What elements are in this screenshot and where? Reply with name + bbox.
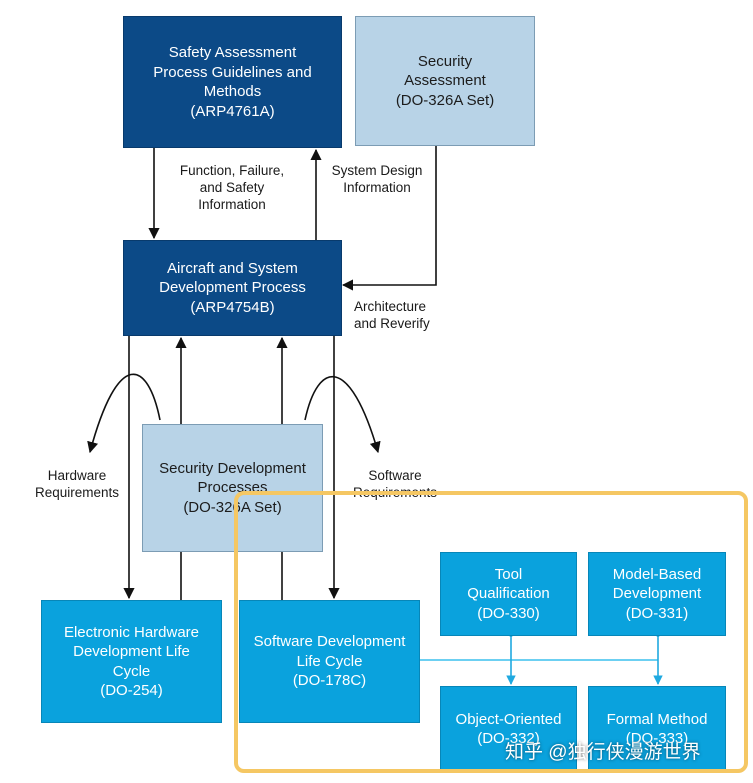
box-line: Tool — [494, 565, 523, 583]
box-line: Security Development — [159, 459, 306, 477]
model-based-box: Model-Based Development (DO-331) — [588, 552, 726, 636]
label-software-requirements: Software Requirements — [345, 467, 445, 501]
box-line: (DO-178C) — [292, 672, 367, 690]
label-line: Function, Failure, — [179, 163, 285, 178]
box-line: (DO-326A Set) — [183, 498, 282, 516]
box-line: Cycle — [112, 662, 151, 680]
arrow-security-assessment-to-aircraft — [341, 146, 437, 291]
label-line: Software — [368, 468, 422, 483]
box-line: (DO-326A Set) — [395, 91, 495, 109]
security-assessment-box: Security Assessment (DO-326A Set) — [355, 16, 535, 146]
box-line: (DO-331) — [625, 604, 689, 622]
box-line: Methods — [203, 83, 262, 100]
hardware-lifecycle-box: Electronic Hardware Development Life Cyc… — [41, 600, 222, 723]
box-line: Aircraft and System — [167, 259, 298, 277]
label-line: and Safety — [199, 180, 265, 195]
box-line: Processes — [197, 479, 268, 497]
box-line: Development Process — [159, 279, 306, 297]
box-line: Safety Assessment — [168, 44, 297, 61]
box-line: (DO-332) — [477, 730, 540, 747]
box-line: Formal Method — [606, 710, 708, 728]
object-oriented-box: Object-Oriented (DO-332) — [440, 686, 577, 772]
formal-method-box: Formal Method (DO-333) — [588, 686, 726, 772]
box-line: Security — [417, 52, 473, 70]
label-line: Requirements — [34, 485, 120, 500]
label-line: and Reverify — [354, 316, 430, 331]
box-line: (ARP4761A) — [190, 102, 275, 120]
box-line: (DO-333) — [625, 730, 689, 747]
watermark-text: 知乎 @独行侠漫游世界 — [505, 742, 701, 763]
box-line: (DO-330) — [477, 604, 540, 622]
label-architecture: Architecture and Reverify — [354, 298, 454, 332]
label-line: Architecture — [354, 299, 427, 314]
curve-software-requirements — [304, 376, 381, 454]
box-line: Object-Oriented — [455, 710, 562, 728]
label-line: System Design — [331, 163, 423, 178]
security-development-box: Security Development Processes (DO-326A … — [142, 424, 323, 552]
box-line: Software Development — [253, 633, 406, 651]
label-system-design: System Design Information — [327, 162, 427, 196]
software-lifecycle-box: Software Development Life Cycle (DO-178C… — [239, 600, 420, 723]
safety-assessment-box: Safety Assessment Process Guidelines and… — [123, 16, 342, 148]
tool-qualification-box: Tool Qualification (DO-330) — [440, 552, 577, 636]
box-line: Model-Based — [612, 565, 702, 583]
label-line: Hardware — [47, 468, 107, 483]
box-line: Development — [612, 585, 702, 603]
box-line: Assessment — [404, 72, 486, 90]
curve-hardware-requirements — [87, 373, 161, 454]
box-line: Life Cycle — [296, 652, 363, 670]
box-line: (ARP4754B) — [190, 298, 275, 316]
label-function-failure: Function, Failure, and Safety Informatio… — [172, 162, 292, 213]
label-line: Information — [343, 180, 411, 195]
label-line: Requirements — [352, 485, 438, 500]
box-line: Electronic Hardware — [63, 623, 200, 641]
box-line: Process Guidelines and — [153, 63, 312, 81]
label-hardware-requirements: Hardware Requirements — [27, 467, 127, 501]
box-line: Development Life — [73, 643, 190, 660]
box-line: (DO-254) — [100, 682, 163, 699]
label-line: Information — [198, 197, 266, 212]
box-line: Qualification — [467, 585, 550, 603]
aircraft-system-box: Aircraft and System Development Process … — [123, 240, 342, 336]
